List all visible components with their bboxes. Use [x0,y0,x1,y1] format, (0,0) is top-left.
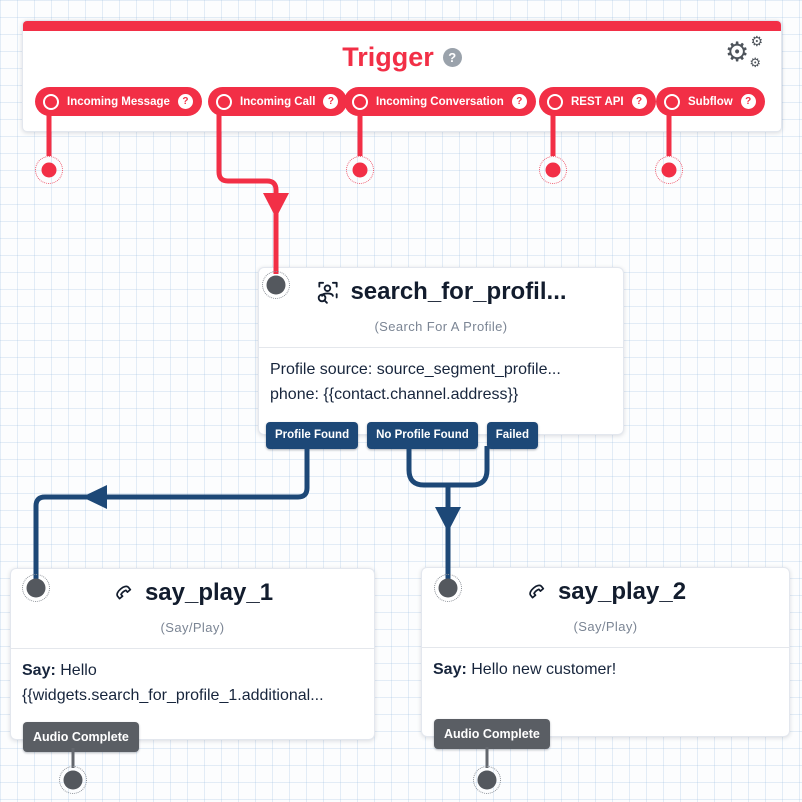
widget-say-play-2[interactable]: say_play_2 (Say/Play) Say: Hello new cus… [421,567,790,749]
pill-incoming-call[interactable]: Incoming Call ? [208,87,348,116]
trigger-header: Trigger ? [23,33,781,81]
transition-no-profile-found[interactable]: No Profile Found [367,421,478,449]
arrowhead-incoming-call [263,193,289,218]
trigger-accent-bar [23,21,781,31]
phone-icon [529,584,545,599]
connector-no-profile-found [406,446,448,488]
pill-rest-api[interactable]: REST API ? [539,87,656,116]
phone-icon [116,585,132,600]
pill-label: Incoming Message [67,95,170,108]
port-output-say-play-2[interactable] [473,766,501,794]
port-ring [346,156,374,184]
port-ring [539,156,567,184]
widget-title: search_for_profil... [350,278,567,305]
say-text: Hello new customer! [471,661,617,678]
say-label: Say: [433,661,467,678]
port-ring [35,156,63,184]
widget-divider [422,647,789,648]
port-rest-api[interactable] [539,156,567,184]
pill-label: REST API [571,95,624,108]
pill-incoming-message[interactable]: Incoming Message ? [35,87,202,116]
port-output-say-play-1[interactable] [59,766,87,794]
body-line: Profile source: source_segment_profile..… [270,361,561,378]
pill-circle-icon [43,93,59,110]
pill-label: Incoming Call [240,95,316,108]
port-input-say-play-2[interactable] [434,574,462,602]
widget-title-row: say_play_2 [422,578,789,606]
pill-circle-icon [352,93,368,110]
port-dot [41,162,57,178]
profile-search-icon [318,281,339,304]
widget-divider [11,648,374,649]
connector-incoming-call [216,114,279,274]
trigger-title: Trigger [342,41,434,72]
pill-help-icon[interactable]: ? [323,94,339,109]
transition-failed[interactable]: Failed [486,421,538,449]
port-dot [266,275,286,295]
widget-title-row: say_play_1 [11,579,374,607]
port-dot [438,578,458,598]
port-dot [26,578,46,598]
widget-say-play-1[interactable]: say_play_1 (Say/Play) Say: Hello {{widge… [10,568,375,752]
connector-failed [448,446,490,488]
port-dot [63,770,83,790]
widget-type-label: (Search For A Profile) [374,319,508,334]
pill-help-icon[interactable]: ? [631,94,647,109]
widget-divider [259,347,623,348]
transition-audio-complete[interactable]: Audio Complete [434,719,550,749]
widget-title-row: search_for_profil... [259,278,623,306]
pill-incoming-conversation[interactable]: Incoming Conversation ? [344,87,536,116]
widget-trigger[interactable]: Trigger ? ⚙ ⚙ ⚙ Incoming Message ? Incom… [22,20,782,132]
widget-body: Say: Hello new customer! [422,648,789,682]
pill-help-icon[interactable]: ? [511,94,527,109]
say-label: Say: [22,662,56,679]
transition-audio-complete[interactable]: Audio Complete [23,722,139,752]
port-incoming-conversation[interactable] [346,156,374,184]
trigger-help-icon[interactable]: ? [442,47,462,67]
pill-label: Incoming Conversation [376,95,504,108]
pill-subflow[interactable]: Subflow ? [656,87,765,116]
pill-circle-icon [547,93,563,110]
port-dot [352,162,368,178]
port-dot [545,162,561,178]
port-incoming-message[interactable] [35,156,63,184]
body-line: Say: Hello new customer! [433,657,778,682]
pill-circle-icon [664,93,680,110]
port-subflow[interactable] [655,156,683,184]
say-text: Hello [60,662,97,679]
widget-body: Say: Hello {{widgets.search_for_profile_… [11,649,374,708]
widget-body: Profile source: source_segment_profile..… [259,348,623,407]
transitions-row: Profile Found No Profile Found Failed [266,421,538,449]
pill-help-icon[interactable]: ? [740,94,756,109]
body-line: {{widgets.search_for_profile_1.additiona… [22,687,324,704]
widget-title: say_play_1 [144,579,274,606]
transition-profile-found[interactable]: Profile Found [266,421,359,449]
body-line: Say: Hello [22,658,363,683]
pill-help-icon[interactable]: ? [177,94,193,109]
settings-gear-icon[interactable]: ⚙ ⚙ ⚙ [725,34,763,71]
port-dot [477,770,497,790]
widget-type-label: (Say/Play) [573,619,638,634]
port-dot [661,162,677,178]
port-input-search-for-profile[interactable] [262,271,290,299]
pill-circle-icon [216,93,232,110]
widget-title: say_play_2 [557,578,687,605]
widget-type-label: (Say/Play) [160,620,225,635]
port-ring [655,156,683,184]
arrowhead-merge-down [435,507,461,532]
connector-profile-found [33,446,310,580]
body-line: phone: {{contact.channel.address}} [270,386,519,403]
widget-search-for-profile[interactable]: search_for_profil... (Search For A Profi… [258,267,624,449]
arrowhead-profile-found [82,485,107,509]
port-input-say-play-1[interactable] [22,574,50,602]
pill-label: Subflow [688,95,733,108]
